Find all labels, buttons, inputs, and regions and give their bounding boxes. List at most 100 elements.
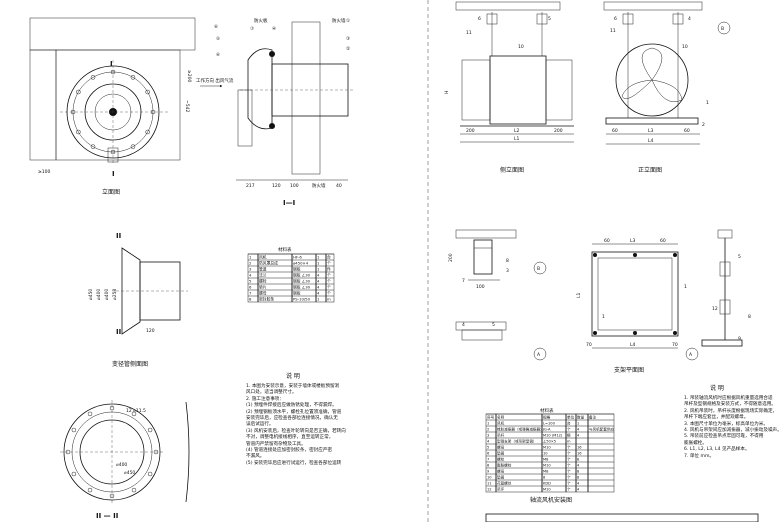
- note-line: 膨胀螺栓。: [684, 440, 707, 446]
- bolt-hole: [87, 487, 93, 493]
- callout-number: 6: [614, 16, 617, 22]
- callout-number: 11: [466, 30, 472, 36]
- ring-bolt-holes: [65, 405, 159, 499]
- wall-hatch-top: [29, 17, 196, 51]
- bracket: [107, 147, 119, 163]
- left-table-cell: 1: [249, 255, 252, 260]
- callout-number: 5: [738, 254, 741, 260]
- dim-200c: 200: [448, 253, 454, 262]
- frame-bolt: [673, 253, 677, 257]
- B-circle-label: B: [537, 266, 540, 272]
- left-table-cell: 4: [317, 285, 320, 290]
- wall-label-2: 防火墙: [332, 17, 346, 24]
- note-line: 不对，调整电机接线相序，直至运转正常，: [246, 435, 334, 441]
- right-table-cell: M8: [543, 470, 549, 474]
- left-table-cell: 钢板 ∠30: [293, 273, 311, 278]
- left-table-cell: 螺母: [259, 291, 267, 296]
- bolt-hole: [90, 75, 96, 80]
- section-II-II: 12 ⌀11.5 ⌀400 ⌀450 II — II: [60, 400, 190, 520]
- bolt-hole: [147, 471, 153, 477]
- left-table-cell: 螺栓: [259, 279, 267, 284]
- callout-number: 10: [682, 44, 688, 50]
- callout-number: 4: [462, 322, 465, 328]
- detail-B-marker: [717, 21, 731, 35]
- left-table-cell: 5: [249, 279, 252, 284]
- section-callout: ⑦: [250, 26, 254, 32]
- reducer-title: 变径管侧面图: [112, 360, 148, 368]
- left-table-cell: 7: [249, 291, 252, 296]
- right-table-cell: 垫圈: [497, 475, 505, 480]
- left-table-cell: 密封胶条: [259, 297, 274, 302]
- left-table-cell: 钢板: [293, 291, 301, 296]
- support-bracket: [237, 89, 253, 147]
- callout-number: 5: [492, 322, 495, 328]
- clamp-l2: [622, 13, 634, 25]
- right-table-cell: M10: [543, 488, 551, 492]
- note-line: 误后试运行。: [246, 422, 274, 428]
- hanger-rod: A: [685, 229, 743, 361]
- right-table-cell: 8: [487, 464, 490, 468]
- left-table-cell: 4: [317, 279, 320, 284]
- left-table-cell: 法兰: [259, 273, 267, 278]
- callout-number: 8: [506, 258, 509, 264]
- ceiling-slab: [455, 1, 561, 11]
- side-view-title: 侧立面图: [500, 166, 524, 174]
- section-callout: ⑥: [216, 52, 220, 58]
- right-table-cell: 4: [487, 440, 490, 444]
- right-table-cell: 9: [487, 470, 490, 474]
- wall-section: [291, 21, 321, 175]
- bolt-hole: [87, 411, 93, 417]
- A-circle-2-label: A: [689, 352, 693, 358]
- section-callout: ⑥: [214, 24, 218, 30]
- turnbuckle: [719, 261, 731, 277]
- left-table-cell: 台: [327, 255, 331, 260]
- callout-number: 6: [478, 16, 481, 22]
- right-table-cell: 个: [567, 487, 571, 492]
- right-table-cell: 8: [543, 476, 546, 480]
- right-table-cell: 名称: [497, 415, 505, 420]
- right-table-cell: 橡胶减振器（或弹簧减振器）: [497, 427, 544, 432]
- A-circle-2: [685, 347, 699, 361]
- note-line: 3. 本图尺寸单位为毫米，标高单位为米。: [684, 421, 768, 427]
- airflow-note: 工作方向 出风气流: [196, 77, 234, 84]
- left-table-cell: 1: [317, 255, 320, 260]
- detail-A: A: [455, 321, 547, 361]
- left-notes-title: 说 明: [286, 372, 300, 380]
- dim-holes: 12 ⌀11.5: [126, 408, 146, 414]
- dim-phi400: ⌀400: [116, 462, 127, 468]
- right-table-cell: 10: [487, 476, 492, 480]
- callout-number: 1: [602, 314, 605, 320]
- right-table-cell: 花篮螺丝: [497, 481, 512, 486]
- dim-phi450: ⌀450: [124, 470, 135, 476]
- note-line: 2. 风机吊装时，吊杆长度根据现场实际确定，: [684, 408, 778, 414]
- note-line: (3) 风机安装后，检查叶轮转向是否正确，若转向: [246, 428, 346, 434]
- dim-120b: 120: [146, 328, 155, 334]
- right-table-cell: L=100: [543, 422, 556, 426]
- right-table-cell: M10 (M12): [543, 434, 563, 438]
- callout-number: 2: [702, 122, 705, 128]
- right-table-cell: 3: [487, 434, 489, 438]
- frame-bolt: [633, 331, 637, 335]
- frame-bolt: [633, 253, 637, 257]
- note-line: 1. 本图为安装示意，安装于墙体或楼板预留洞: [246, 384, 340, 389]
- right-table-cell: 备注: [589, 415, 597, 420]
- bolt-hole: [76, 129, 81, 135]
- left-table-cell: 个: [327, 273, 331, 278]
- right-table-cell: 个: [567, 457, 571, 462]
- right-table-cell: 规格: [543, 415, 551, 420]
- left-table-cell: 1: [317, 267, 320, 272]
- front-view-title: 立面图: [102, 188, 120, 196]
- dim-H: H: [444, 91, 450, 94]
- note-line: 吊杆下端应套丝，并配双螺母。: [684, 415, 749, 421]
- left-table-cell: 4: [317, 273, 320, 278]
- support-plan: 60 L3 60 70 L4 70 L1 支架平面图: [576, 238, 679, 374]
- left-table-cell: 1: [317, 297, 320, 302]
- left-table-cell: 风机: [259, 255, 267, 260]
- left-table-cell: 管道: [259, 267, 267, 272]
- duct-left: [461, 59, 491, 121]
- dim-60c: 60: [604, 238, 610, 244]
- left-table-cell: 6: [249, 285, 252, 290]
- right-table-border: [485, 413, 615, 493]
- install-title: 轴流风机安装图: [530, 496, 572, 504]
